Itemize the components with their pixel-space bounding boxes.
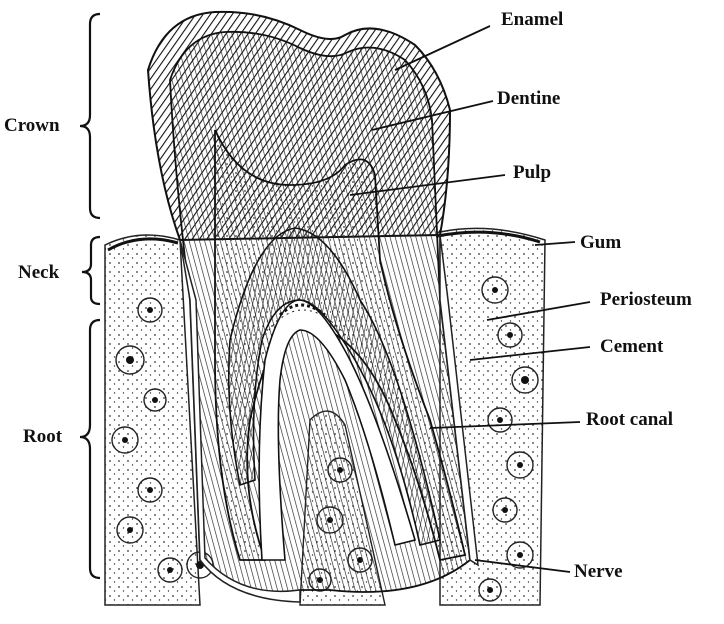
label-nerve: Nerve — [574, 562, 623, 581]
label-dentine: Dentine — [497, 89, 560, 108]
label-root-canal: Root canal — [586, 410, 673, 429]
label-pulp: Pulp — [513, 163, 551, 182]
label-crown: Crown — [4, 116, 60, 135]
label-periosteum: Periosteum — [600, 290, 692, 309]
label-cement: Cement — [600, 337, 663, 356]
label-enamel: Enamel — [501, 10, 563, 29]
label-root: Root — [23, 427, 62, 446]
label-gum: Gum — [580, 233, 621, 252]
tooth — [148, 12, 478, 602]
section-braces — [80, 14, 100, 578]
label-neck: Neck — [18, 263, 59, 282]
